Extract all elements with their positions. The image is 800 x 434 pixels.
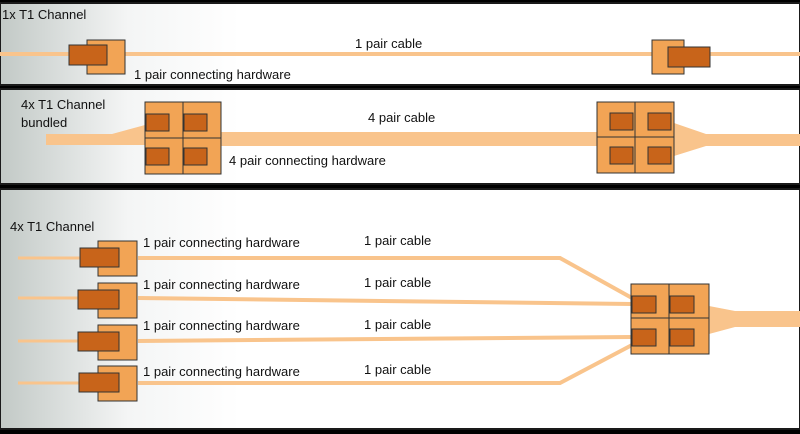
row-2-hardware-label: 1 pair connecting hardware (143, 277, 300, 292)
panel-1-title: 1x T1 Channel (2, 7, 86, 22)
cable-1-pair (0, 52, 800, 56)
cable-label: 1 pair cable (355, 36, 422, 51)
connector-left (68, 39, 126, 75)
row-3-cable-label: 1 pair cable (364, 317, 431, 332)
panel-4x-t1-bundled: 4x T1 Channel bundled 4 pair cable (0, 88, 800, 185)
panel-1x-t1-channel: 1x T1 Channel 1 pair cable 1 pair connec… (0, 2, 800, 86)
left-cable-stubs (18, 256, 80, 385)
row-3-hardware-label: 1 pair connecting hardware (143, 318, 300, 333)
hardware-label: 1 pair connecting hardware (134, 67, 291, 82)
row-4-hardware-label: 1 pair connecting hardware (143, 364, 300, 379)
connector-4 (78, 365, 138, 402)
connector-block-left (144, 101, 222, 175)
row-1-hardware-label: 1 pair connecting hardware (143, 235, 300, 250)
bundled-cable-out (709, 306, 800, 334)
connector-2 (77, 282, 138, 319)
connector-right (651, 39, 711, 75)
connector-block-4pair (630, 283, 710, 355)
connector-1 (79, 240, 138, 277)
cable-4-pair (46, 123, 800, 156)
row-2-cable-label: 1 pair cable (364, 275, 431, 290)
fanout-cables (137, 256, 633, 385)
connector-3 (77, 324, 138, 361)
connector-block-right (596, 101, 675, 174)
hardware-label: 4 pair connecting hardware (229, 153, 386, 168)
row-4-cable-label: 1 pair cable (364, 362, 431, 377)
panel-2-title-line2: bundled (21, 115, 67, 130)
row-1-cable-label: 1 pair cable (364, 233, 431, 248)
panel-2-title-line1: 4x T1 Channel (21, 97, 105, 112)
panel-4x-t1-channel: 4x T1 Channel (0, 188, 800, 430)
panel-3-title: 4x T1 Channel (10, 219, 94, 234)
cable-label: 4 pair cable (368, 110, 435, 125)
